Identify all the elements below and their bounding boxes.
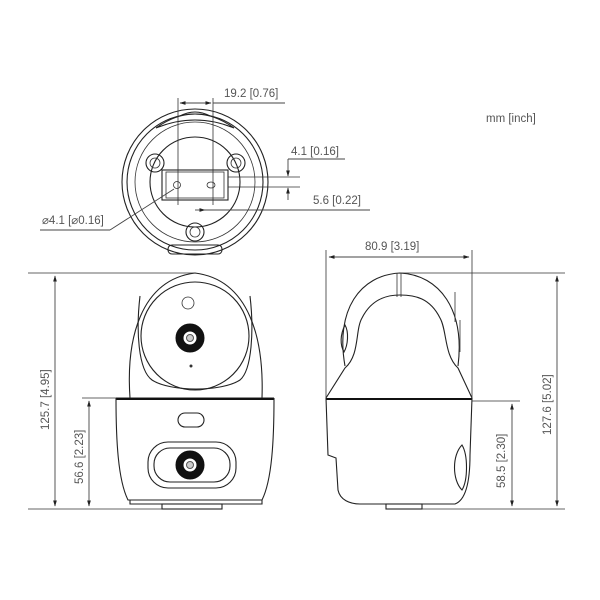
front-base-height: 56.6 [2.23] [74, 430, 86, 484]
side-view: 80.9 [3.19] 127.6 [5.02] 58.5 [2.30] [325, 241, 565, 510]
side-base-height: 58.5 [2.30] [496, 434, 508, 488]
offset-dim-1: 4.1 [0.16] [291, 146, 339, 158]
offset-dim-2: 5.6 [0.22] [313, 195, 361, 207]
units-label: mm [inch] [486, 113, 536, 125]
top-width-dim: 19.2 [0.76] [224, 88, 278, 100]
front-total-height: 125.7 [4.95] [40, 369, 52, 430]
top-view: 19.2 [0.76] 4.1 [0.16] 5.6 [0.22] ⌀4.1 [… [40, 88, 370, 256]
side-total-height: 127.6 [5.02] [542, 374, 554, 435]
hole-dim: ⌀4.1 [⌀0.16] [42, 215, 104, 227]
front-view: 125.7 [4.95] 56.6 [2.23] [28, 272, 275, 510]
side-total-width: 80.9 [3.19] [365, 241, 419, 253]
